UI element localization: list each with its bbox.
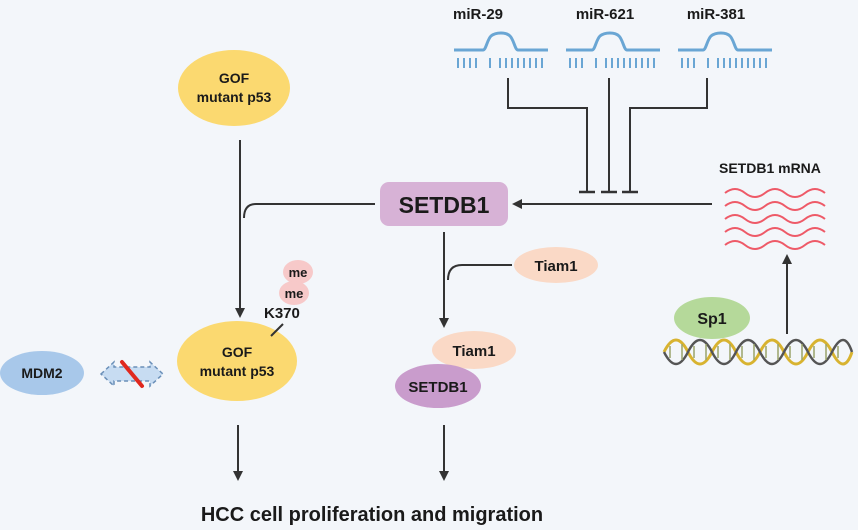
- tiam1-complex-label: Tiam1: [452, 343, 495, 360]
- setdb1-tiam1-path: [439, 232, 512, 328]
- mdm2-label: MDM2: [21, 365, 62, 381]
- gof-methylation-path: [235, 140, 375, 318]
- sp1-label: Sp1: [697, 311, 726, 328]
- mirna-inhibition-lines: [507, 78, 708, 194]
- me-2-label: me: [285, 286, 304, 301]
- mirna-group: miR-29 miR-621 miR-381: [453, 6, 772, 68]
- mirna-hairpin-icon: [678, 31, 772, 68]
- gof-mutant-p53-bottom: GOF mutant p53: [177, 321, 297, 401]
- outcome-label: HCC cell proliferation and migration: [201, 504, 543, 526]
- setdb1-main-label: SETDB1: [399, 192, 490, 218]
- gof-bottom-line2: mutant p53: [200, 363, 275, 379]
- tiam1-side: Tiam1: [514, 247, 598, 283]
- mdm2: MDM2: [0, 351, 84, 395]
- k370-label: K370: [264, 305, 300, 322]
- mirna-381-label: miR-381: [687, 6, 745, 23]
- dna-helix-icon: [662, 338, 854, 366]
- mirna-621: miR-621: [566, 6, 660, 68]
- me-1-label: me: [289, 265, 308, 280]
- methylation-marks: me me K370: [264, 260, 313, 337]
- mirna-29-label: miR-29: [453, 6, 503, 23]
- setdb1-main: SETDB1: [380, 182, 508, 226]
- mirna-hairpin-icon: [454, 31, 548, 68]
- setdb1-small-label: SETDB1: [408, 379, 467, 396]
- gof-top-line1: GOF: [219, 70, 250, 86]
- mrna-wave-icon: [724, 188, 826, 250]
- mirna-381: miR-381: [678, 6, 772, 68]
- gof-mutant-p53-top: GOF mutant p53: [178, 50, 290, 126]
- blocked-double-arrow-icon: [99, 360, 165, 388]
- mirna-29: miR-29: [453, 6, 548, 68]
- tiam1-side-label: Tiam1: [534, 258, 577, 275]
- gof-top-line2: mutant p53: [197, 89, 272, 105]
- mirna-621-label: miR-621: [576, 6, 634, 23]
- setdb1-mrna-label: SETDB1 mRNA: [719, 160, 821, 176]
- mirna-hairpin-icon: [566, 31, 660, 68]
- setdb1-mrna: SETDB1 mRNA: [719, 160, 826, 250]
- gof-bottom-line1: GOF: [222, 344, 253, 360]
- tiam1-setdb1-complex: Tiam1 SETDB1: [395, 331, 516, 408]
- sp1: Sp1: [674, 297, 750, 339]
